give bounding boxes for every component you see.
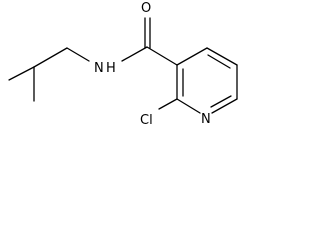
bond-ch2-nh [66, 47, 90, 62]
ring-bond-n1-c2 [176, 98, 201, 114]
ring-bond-c6-n1 [211, 98, 238, 114]
ring-bond-c3-c4 [176, 47, 208, 66]
structural-formula: O N H N Cl [8, 1, 238, 128]
bond-carbonyl-ring [146, 46, 178, 66]
ring-inner-bond-c4-c5 [207, 54, 231, 69]
chlorine-label: Cl [140, 113, 153, 128]
amide-hydrogen-label: H [106, 61, 116, 76]
oxygen-label: O [141, 1, 151, 16]
bond-ch-ch2 [33, 47, 68, 68]
bond-nh-carbonyl [121, 46, 148, 62]
ring-nitrogen-label: N [201, 112, 211, 127]
amide-nitrogen-label: N [94, 61, 104, 76]
ring-inner-bond-c6-n1 [210, 95, 232, 108]
ring-bond-c4-c5 [206, 47, 238, 66]
bond-c2-cl [158, 98, 178, 110]
bond-methyl-1 [8, 66, 35, 81]
